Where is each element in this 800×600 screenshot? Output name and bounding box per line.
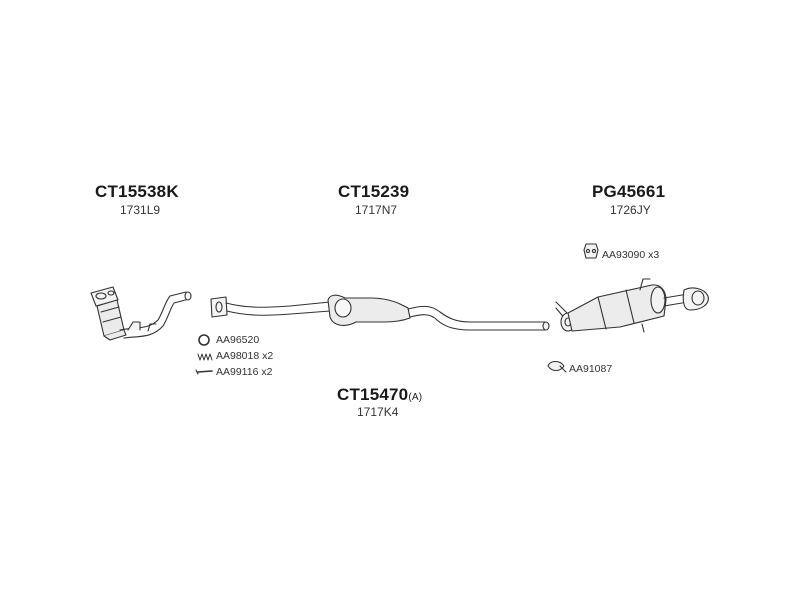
assembly-ref: 1717K4 [357,405,399,419]
clamp-label[interactable]: AA91087 [569,363,612,375]
bolt-qty: x2 [261,366,273,378]
catalyst-code[interactable]: CT15538K [95,182,179,201]
clamp-icon [547,360,567,373]
middle-pipe-ref: 1717N7 [355,203,398,217]
assembly-code[interactable]: CT15470(A) [337,385,422,405]
middle-pipe-code[interactable]: CT15239 [338,182,410,201]
assembly-code-text: CT15470 [337,385,409,404]
gasket-icon [198,334,210,346]
spring-code: AA98018 [216,350,260,362]
spring-qty: x2 [262,350,274,362]
rubber-mount-qty: x3 [648,249,660,261]
rubber-mount-code: AA93090 [602,249,646,261]
bolt-code: AA99116 [216,366,259,378]
rear-silencer-ref: 1726JY [610,203,651,217]
gasket-code: AA96520 [216,334,260,346]
bolt-label[interactable]: AA99116 x2 [216,366,272,378]
gasket-label[interactable]: AA96520 [216,334,259,346]
rubber-mount-icon [583,243,599,259]
spring-label[interactable]: AA98018 x2 [216,350,273,362]
catalyst-ref: 1731L9 [120,203,161,217]
spring-icon [197,353,213,361]
rear-silencer-code[interactable]: PG45661 [592,182,666,201]
rubber-mount-label[interactable]: AA93090 x3 [602,249,659,261]
rear-silencer-part[interactable] [555,278,709,333]
middle-pipe-part[interactable] [210,294,550,331]
assembly-suffix: (A) [408,392,423,403]
catalyst-part[interactable] [90,286,192,341]
clamp-code: AA91087 [569,363,613,375]
bolt-icon [195,369,213,375]
